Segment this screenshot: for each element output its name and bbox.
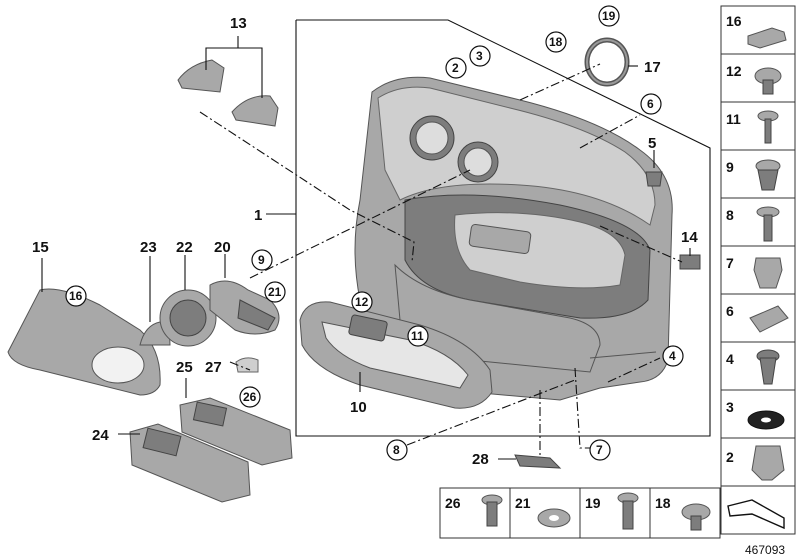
callout-13: 13 [230, 15, 247, 32]
table-cell-26: 26 [439, 487, 511, 539]
table-cell-7: 7 [720, 245, 796, 295]
callout-27: 27 [205, 359, 222, 376]
callout-28: 28 [472, 451, 489, 468]
callout-2-circle: 2 [445, 57, 467, 79]
table-cell-6: 6 [720, 293, 796, 343]
mirror-triangle-trim [7, 288, 161, 396]
callout-12-circle: 12 [351, 291, 373, 313]
svg-text:7: 7 [596, 443, 603, 457]
svg-text:26: 26 [445, 495, 461, 511]
dashed-leaders [199, 63, 683, 455]
callout-23: 23 [140, 239, 157, 256]
circled-callouts: 2 3 6 18 19 9 21 16 12 11 26 4 8 7 [65, 5, 684, 461]
table-cell-arrow [720, 485, 796, 535]
table-cell-18: 18 [649, 487, 721, 539]
svg-text:21: 21 [268, 285, 282, 299]
svg-text:11: 11 [726, 111, 741, 127]
callout-24: 24 [92, 427, 109, 444]
callout-labels: 13 1 15 23 22 20 25 27 24 10 17 5 14 28 [32, 15, 698, 468]
switch-panel-24 [129, 423, 251, 503]
door-trim-panel [354, 76, 673, 401]
callout-18-circle: 18 [545, 31, 567, 53]
table-cell-8: 8 [720, 197, 796, 247]
table-cell-16: 16 [720, 5, 796, 55]
svg-text:19: 19 [585, 495, 601, 511]
diagram-id: 467093 [745, 543, 785, 557]
tweeter-cover-right [231, 95, 279, 127]
svg-text:19: 19 [602, 9, 616, 23]
cover-27 [235, 357, 259, 373]
table-cell-21: 21 [509, 487, 581, 539]
callout-6-circle: 6 [640, 93, 662, 115]
callout-21-circle: 21 [264, 281, 286, 303]
callout-10: 10 [350, 399, 367, 416]
callout-7-circle: 7 [589, 439, 611, 461]
switch-panel-25 [179, 397, 293, 466]
svg-text:2: 2 [726, 449, 734, 465]
svg-text:7: 7 [726, 255, 734, 271]
svg-text:4: 4 [726, 351, 734, 367]
svg-text:3: 3 [476, 49, 483, 63]
tweeter-cover-left [177, 59, 225, 93]
callout-16-circle: 16 [65, 285, 87, 307]
callout-26-circle: 26 [239, 386, 261, 408]
callout-19-circle: 19 [598, 5, 620, 27]
door-trim-frame [295, 19, 711, 437]
svg-text:16: 16 [69, 289, 83, 303]
svg-text:6: 6 [726, 303, 734, 319]
svg-text:11: 11 [411, 329, 424, 343]
svg-text:8: 8 [393, 443, 400, 457]
svg-text:9: 9 [258, 253, 265, 267]
callout-1: 1 [254, 207, 262, 224]
callout-8-circle: 8 [386, 439, 408, 461]
svg-text:4: 4 [669, 349, 676, 363]
leader-lines [41, 36, 691, 460]
callout-20: 20 [214, 239, 231, 256]
callout-3-circle: 3 [469, 45, 491, 67]
callout-25: 25 [176, 359, 193, 376]
svg-text:26: 26 [243, 390, 257, 404]
svg-text:2: 2 [452, 61, 459, 75]
switch-14 [679, 254, 701, 270]
svg-text:8: 8 [726, 207, 734, 223]
svg-text:18: 18 [655, 495, 671, 511]
svg-text:21: 21 [515, 495, 531, 511]
parts-table-bottom: 26 21 19 18 [439, 487, 721, 539]
armrest-trim [299, 301, 493, 409]
callout-22: 22 [176, 239, 193, 256]
callout-5: 5 [648, 135, 656, 152]
callout-15: 15 [32, 239, 49, 256]
clip-5 [645, 171, 663, 187]
svg-text:6: 6 [647, 97, 654, 111]
table-cell-12: 12 [720, 53, 796, 103]
svg-text:16: 16 [726, 13, 742, 29]
callout-9-circle: 9 [251, 249, 273, 271]
svg-text:18: 18 [549, 35, 563, 49]
speaker-grille-22 [159, 289, 217, 347]
table-cell-9: 9 [720, 149, 796, 199]
speaker-ring [584, 37, 630, 87]
svg-text:12: 12 [355, 295, 369, 309]
parts-table-right: 16 12 11 9 8 7 [720, 5, 796, 535]
clip-28 [514, 454, 562, 469]
callout-14: 14 [681, 229, 698, 246]
table-cell-2: 2 [720, 437, 796, 487]
svg-text:12: 12 [726, 63, 742, 79]
table-cell-19: 19 [579, 487, 651, 539]
door-handle-20 [209, 280, 280, 335]
callout-17: 17 [644, 59, 661, 76]
callout-4-circle: 4 [662, 345, 684, 367]
svg-text:9: 9 [726, 159, 734, 175]
callout-11-circle: 11 [407, 325, 429, 347]
svg-text:3: 3 [726, 399, 734, 415]
table-cell-4: 4 [720, 341, 796, 391]
table-cell-3: 3 [720, 389, 796, 439]
table-cell-11: 11 [720, 101, 796, 151]
